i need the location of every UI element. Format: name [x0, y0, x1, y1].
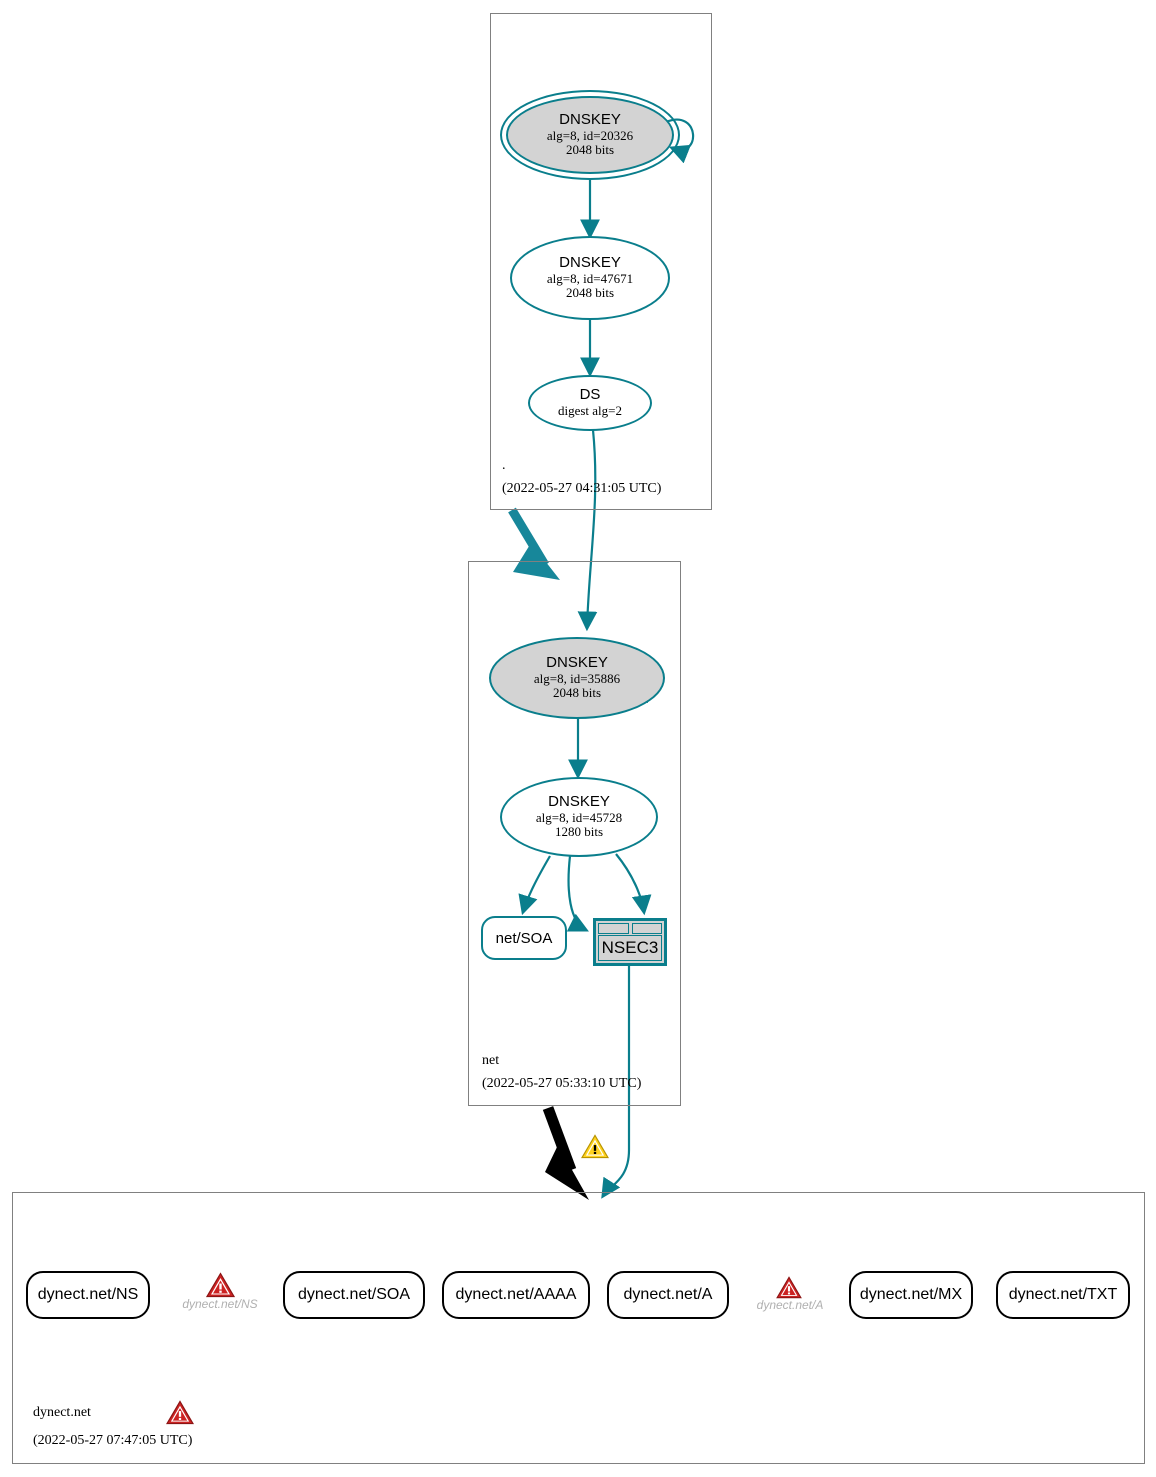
edge-delegation-net-to-dynect [542, 1106, 589, 1200]
edge-ds-to-net-ksk [577, 429, 598, 632]
rrset-node-mx[interactable]: dynect.net/MX [849, 1271, 973, 1319]
node-label-text: dynect.net/NS [37, 1286, 139, 1303]
nsec3-header-cell-left [598, 923, 629, 934]
node-label-type: DS [579, 386, 601, 404]
edge-net-zsk-to-soa [518, 855, 551, 916]
node-label-keysize: 2048 bits [565, 142, 615, 158]
node-root-dnskey-zsk-47671[interactable]: DNSKEY alg=8, id=47671 2048 bits [510, 236, 670, 320]
node-net-dnskey-zsk-45728[interactable]: DNSKEY alg=8, id=45728 1280 bits [500, 777, 658, 857]
error-triangle-icon[interactable] [776, 1276, 802, 1299]
zone-timestamp-root: (2022-05-27 04:31:05 UTC) [502, 481, 662, 496]
zone-box-net [468, 561, 681, 1106]
node-label-text: NSEC3 [598, 935, 662, 961]
node-label-text: dynect.net/AAAA [455, 1286, 577, 1303]
node-label-digest-alg: digest alg=2 [557, 403, 623, 419]
node-label-type: DNSKEY [548, 793, 610, 811]
zone-label-root: . [502, 458, 506, 473]
node-label-text: net/SOA [495, 929, 553, 947]
edge-net-zsk-to-nsec3-a [566, 855, 589, 932]
error-caption-a: dynect.net/A [756, 1298, 824, 1312]
node-label-keysize: 2048 bits [552, 685, 602, 701]
rrset-node-txt[interactable]: dynect.net/TXT [996, 1271, 1130, 1319]
node-net-soa-rrset[interactable]: net/SOA [481, 916, 567, 960]
rrset-node-a[interactable]: dynect.net/A [607, 1271, 729, 1319]
error-triangle-icon[interactable] [206, 1272, 235, 1298]
zone-timestamp-dynect-net: (2022-05-27 07:47:05 UTC) [33, 1433, 193, 1448]
rrset-node-soa[interactable]: dynect.net/SOA [283, 1271, 425, 1319]
node-label-keysize: 2048 bits [565, 285, 615, 301]
node-net-dnskey-ksk-35886[interactable]: DNSKEY alg=8, id=35886 2048 bits [489, 637, 665, 719]
node-label-type: DNSKEY [559, 254, 621, 272]
node-label-alg-id: alg=8, id=35886 [533, 670, 621, 686]
error-caption-ns: dynect.net/NS [182, 1297, 258, 1311]
node-label-text: dynect.net/SOA [297, 1286, 411, 1303]
node-root-dnskey-ksk-20326[interactable]: DNSKEY alg=8, id=20326 2048 bits [506, 96, 674, 174]
node-label-alg-id: alg=8, id=45728 [535, 809, 623, 825]
nsec3-header-cell-right [631, 923, 662, 934]
rrset-node-aaaa[interactable]: dynect.net/AAAA [442, 1271, 590, 1319]
node-net-nsec3[interactable]: NSEC3 [593, 918, 667, 966]
edge-root-ksk-selfsign [665, 118, 695, 164]
error-triangle-icon[interactable] [166, 1400, 194, 1425]
zone-label-dynect-net: dynect.net [33, 1405, 91, 1420]
node-label-type: DNSKEY [559, 111, 621, 129]
node-label-alg-id: alg=8, id=20326 [546, 127, 634, 143]
zone-label-net: net [482, 1053, 500, 1068]
node-label-keysize: 1280 bits [554, 824, 604, 840]
nsec3-header-row [596, 921, 664, 934]
root-ksk-sep-outer-ring [500, 90, 680, 180]
zone-box-root [490, 13, 712, 510]
zone-timestamp-net: (2022-05-27 05:33:10 UTC) [482, 1076, 642, 1091]
node-label-text: dynect.net/MX [859, 1286, 963, 1303]
node-label-text: dynect.net/TXT [1008, 1286, 1118, 1303]
node-label-text: dynect.net/A [623, 1286, 713, 1303]
rrset-node-ns[interactable]: dynect.net/NS [26, 1271, 150, 1319]
node-label-type: DNSKEY [546, 654, 608, 672]
node-label-alg-id: alg=8, id=47671 [546, 270, 634, 286]
edge-net-zsk-to-nsec3-b [615, 853, 652, 916]
node-root-ds[interactable]: DS digest alg=2 [528, 375, 652, 431]
warning-triangle-icon[interactable] [581, 1134, 609, 1159]
zone-box-dynect-net [12, 1192, 1145, 1464]
